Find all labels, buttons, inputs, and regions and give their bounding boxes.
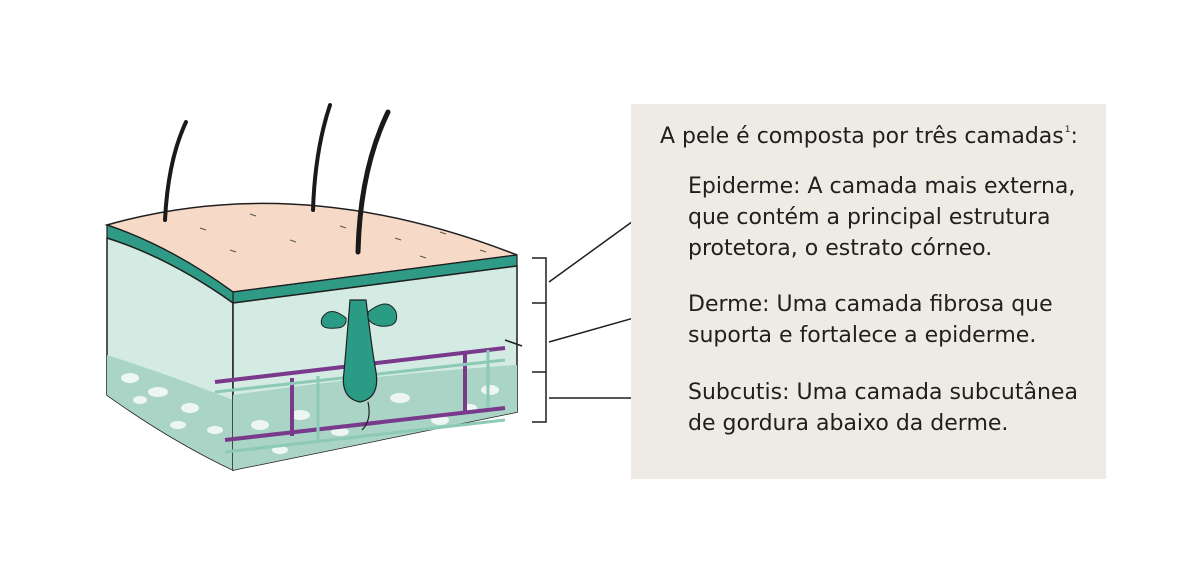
entry-line: Subcutis: Uma camada subcutânea — [688, 380, 1078, 405]
entry-line: que contém a principal estrutura — [688, 205, 1051, 230]
panel-title-text: A pele é composta por três camadas — [660, 124, 1064, 149]
layer-entry-epidermis: Epiderme: A camada mais externa, que con… — [688, 171, 1098, 264]
entry-line: suporta e fortalece a epiderme. — [688, 323, 1037, 348]
legend-panel — [631, 104, 1106, 479]
hairs — [163, 103, 391, 255]
panel-title: A pele é composta por três camadas1: — [660, 124, 1078, 149]
subcutis-side-face — [107, 355, 233, 470]
entry-line: Epiderme: A camada mais externa, — [688, 174, 1076, 199]
entry-line: protetora, o estrato córneo. — [688, 236, 993, 261]
skin-pores — [199, 213, 487, 259]
footnote-marker: 1 — [1064, 125, 1071, 135]
entry-line: Derme: Uma camada fibrosa que — [688, 292, 1053, 317]
fat-cells — [121, 373, 499, 454]
layer-entry-subcutis: Subcutis: Uma camada subcutânea de gordu… — [688, 377, 1098, 439]
layer-bracket — [504, 257, 547, 423]
panel-title-suffix: : — [1070, 124, 1078, 149]
hair-follicle-gland — [320, 299, 398, 431]
layer-entry-dermis: Derme: Uma camada fibrosa que suporta e … — [688, 289, 1098, 351]
entry-line: de gordura abaixo da derme. — [688, 411, 1009, 436]
lymph-vessels — [214, 350, 506, 454]
